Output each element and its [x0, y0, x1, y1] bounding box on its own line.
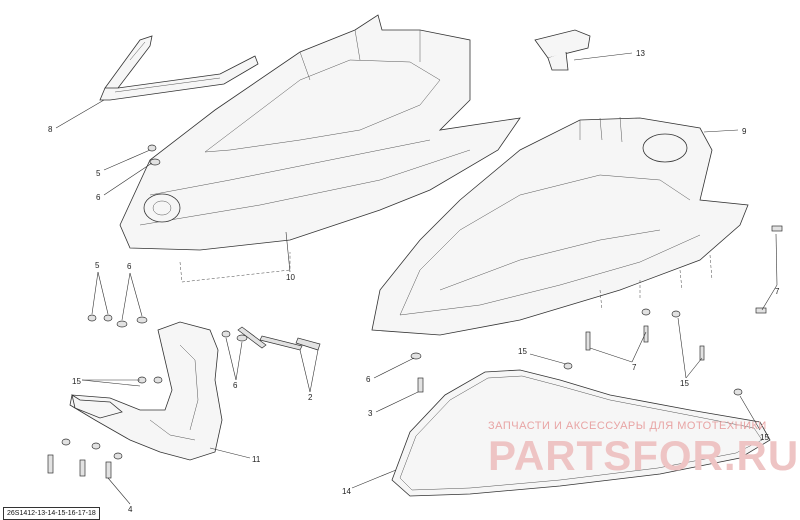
nut	[563, 362, 573, 370]
callout-9: 9	[742, 127, 747, 136]
screw	[237, 326, 267, 349]
screw	[259, 335, 303, 351]
callout-4: 4	[128, 505, 133, 514]
callout-15: 15	[518, 347, 527, 356]
screw	[417, 377, 424, 393]
callout-15: 15	[760, 433, 769, 442]
screw	[79, 459, 86, 477]
screw	[699, 345, 705, 361]
callout-15: 15	[72, 377, 81, 386]
screw	[295, 337, 321, 351]
part-9-storage-bin	[371, 116, 749, 336]
nut	[103, 314, 113, 322]
washer	[116, 320, 128, 328]
callout-14: 14	[342, 487, 351, 496]
part-1-bracket	[69, 321, 223, 461]
callout-7: 7	[775, 287, 780, 296]
callout-labels: 8 5 6 10 13 9 7 5 6 6 2 15 11 4 6 3 15 7…	[48, 49, 780, 514]
washer	[136, 316, 148, 324]
washer	[149, 158, 161, 166]
washer	[61, 438, 71, 446]
callout-8: 8	[48, 125, 53, 134]
part-10-front-hood	[119, 14, 521, 283]
washer	[236, 334, 248, 342]
screw	[643, 325, 649, 343]
screw	[771, 225, 783, 232]
nut	[641, 308, 651, 316]
watermark-tagline: ЗАПЧАСТИ И АКСЕССУАРЫ ДЛЯ МОТОТЕХНИКИ	[488, 420, 767, 432]
callout-13: 13	[636, 49, 645, 58]
nut	[221, 330, 231, 338]
callout-11: 11	[252, 455, 261, 464]
washer	[113, 452, 123, 460]
screw	[755, 307, 767, 314]
callout-5: 5	[96, 169, 101, 178]
callout-6: 6	[366, 375, 371, 384]
screw	[105, 461, 112, 479]
nut	[733, 388, 743, 396]
washer	[91, 442, 101, 450]
nut	[153, 376, 163, 384]
washer	[410, 352, 422, 360]
callout-3: 3	[368, 409, 373, 418]
callout-7: 7	[632, 363, 637, 372]
screw	[585, 331, 591, 351]
callout-10: 10	[286, 273, 295, 282]
figure-id-label: 26S1412-13-14-15-16-17-18	[3, 507, 100, 520]
callout-6: 6	[127, 262, 132, 271]
screw	[47, 454, 54, 474]
part-13-clip	[534, 29, 591, 71]
washer	[147, 144, 157, 152]
callout-6: 6	[233, 381, 238, 390]
nut	[671, 310, 681, 318]
watermark-logo: PARTSFOR.RU	[488, 432, 800, 479]
callout-5: 5	[95, 261, 100, 270]
leader-lines	[55, 52, 778, 505]
callout-2: 2	[308, 393, 313, 402]
part-8-trim-strip	[99, 35, 259, 101]
callout-6: 6	[96, 193, 101, 202]
hardware-group	[47, 144, 783, 479]
callout-15: 15	[680, 379, 689, 388]
nut	[87, 314, 97, 322]
part-14-seal	[391, 369, 771, 497]
